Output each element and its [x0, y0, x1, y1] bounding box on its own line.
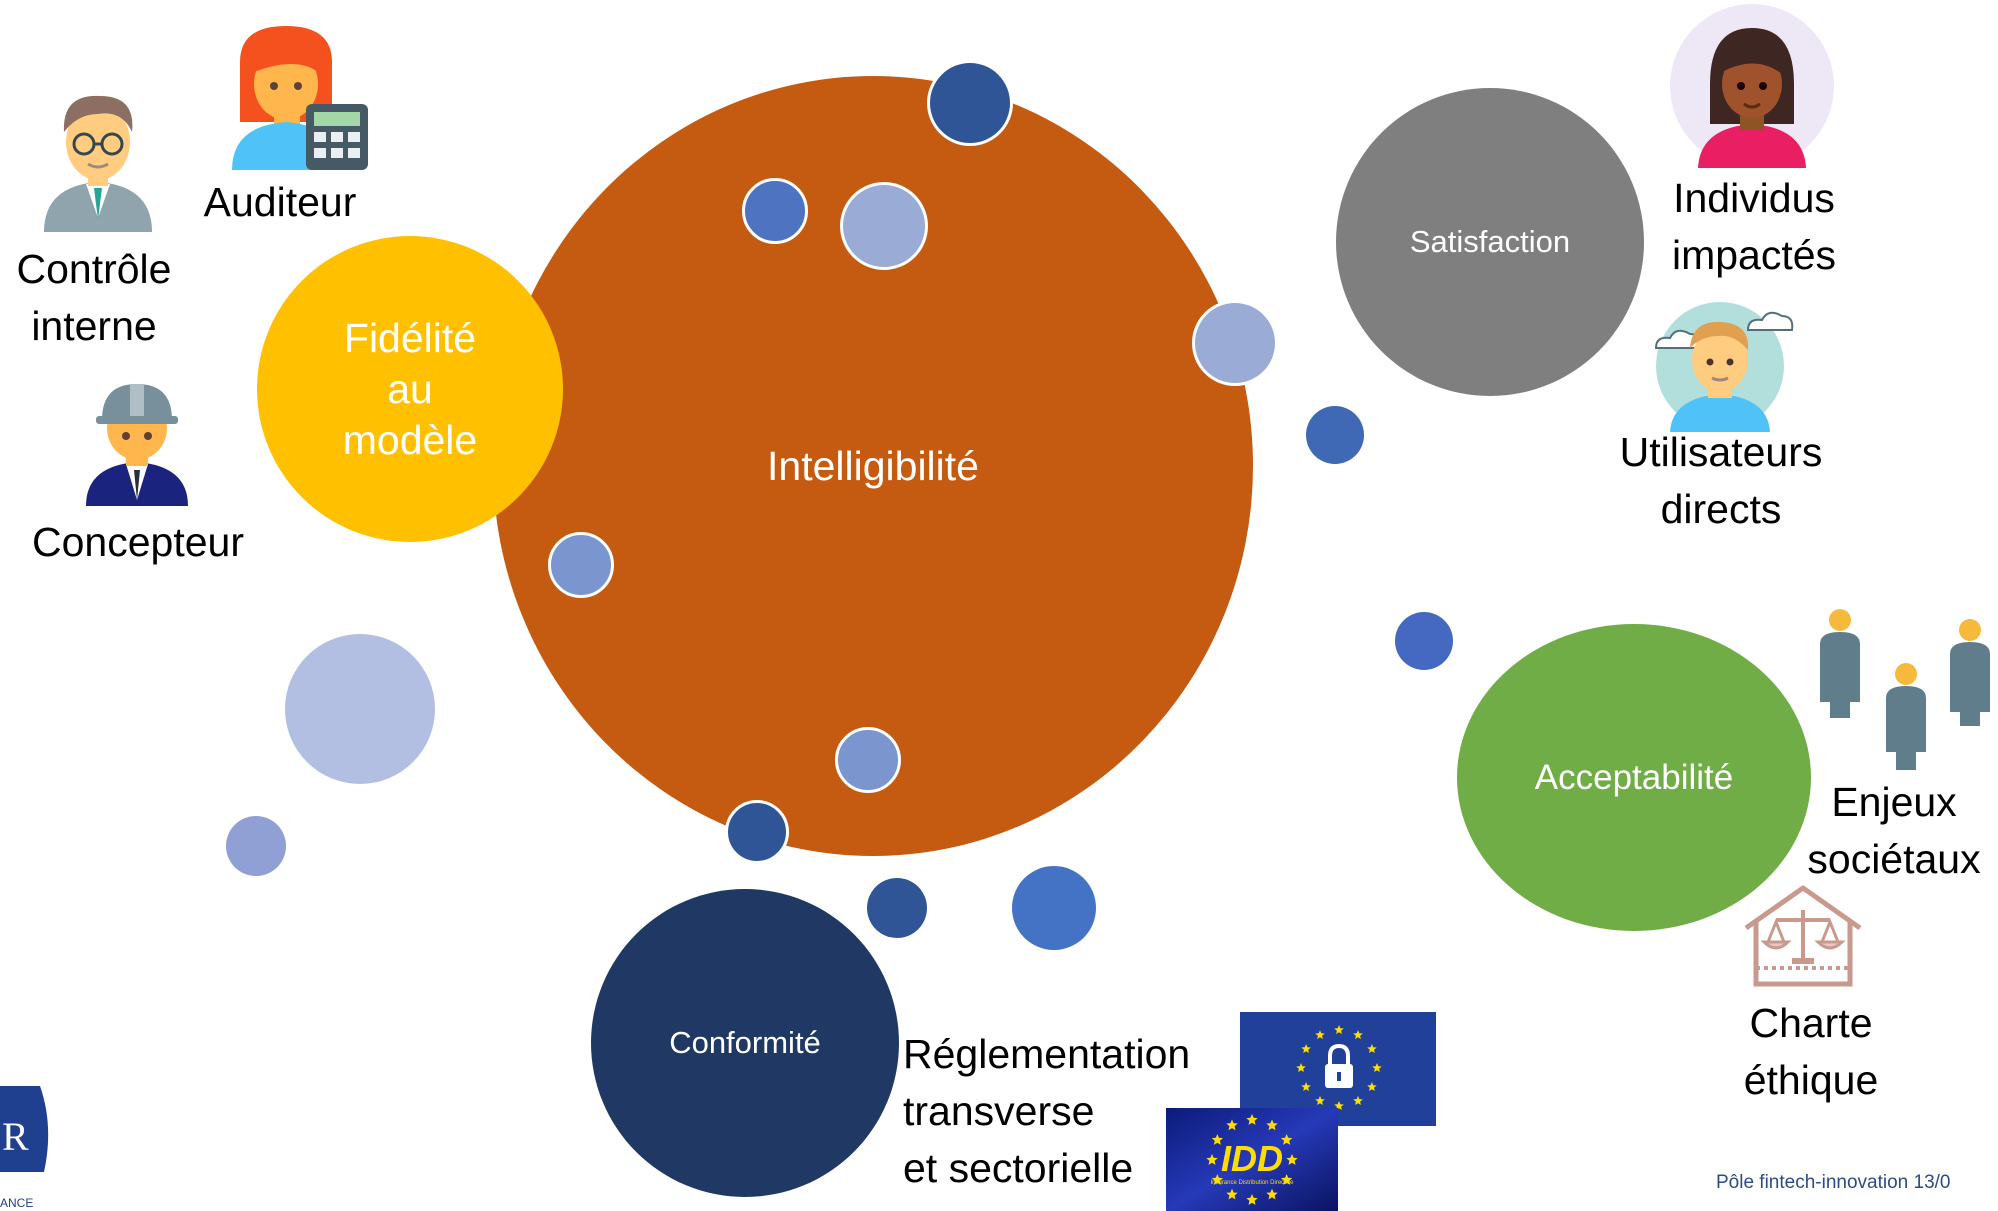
eu-star-icon — [1226, 1188, 1238, 1200]
engineer-hardhat-icon — [86, 384, 188, 506]
eu-star-icon — [1266, 1119, 1278, 1131]
label-concepteur: Concepteur — [32, 519, 244, 565]
decorative-dot — [1012, 866, 1096, 950]
eu-star-icon — [1334, 1025, 1344, 1034]
eu-flag-padlock-icon — [1240, 1012, 1436, 1126]
woman-avatar-icon — [1670, 4, 1834, 168]
label-reglementation: Réglementation transverse et sectorielle — [903, 1031, 1191, 1191]
decorative-dot — [867, 878, 927, 938]
decorative-dot — [840, 182, 928, 270]
decorative-dot — [1395, 612, 1453, 670]
circle-acceptabilite: Acceptabilité — [1457, 624, 1811, 931]
decorative-dot — [1306, 406, 1364, 464]
circle-intelligibilite-label: Intelligibilité — [767, 442, 979, 489]
eu-star-icon — [1266, 1188, 1278, 1200]
eu-star-icon — [1353, 1095, 1363, 1105]
idd-logo-text: IDD — [1221, 1138, 1283, 1179]
eu-star-icon — [1206, 1154, 1218, 1165]
eu-star-icon — [1246, 1194, 1258, 1205]
decorative-dot — [548, 532, 614, 598]
eu-star-icon — [1367, 1044, 1377, 1053]
circle-conformite-label: Conformité — [669, 1025, 821, 1060]
decorative-dot — [226, 816, 286, 876]
label-controle-interne: Contrôle interne — [16, 246, 172, 349]
svg-text:ANCE: ANCE — [0, 1196, 33, 1210]
eu-star-icon — [1296, 1063, 1306, 1072]
circle-fidelite: Fidélité au modèle — [257, 236, 563, 542]
young-man-clouds-icon — [1654, 302, 1794, 432]
circle-satisfaction-label: Satisfaction — [1409, 224, 1571, 259]
decorative-dot — [835, 727, 901, 793]
idd-logo-subtext: Insurance Distribution Directive — [1210, 1180, 1294, 1186]
scales-of-justice-house-icon — [1744, 885, 1862, 987]
acpr-logo: R ANCE — [0, 1086, 49, 1210]
decorative-dot — [927, 60, 1013, 146]
eu-star-icon — [1211, 1134, 1224, 1145]
eu-star-icon — [1280, 1174, 1293, 1185]
circle-acceptabilite-label: Acceptabilité — [1534, 757, 1734, 797]
svg-text:R: R — [2, 1114, 29, 1159]
eu-star-icon — [1367, 1082, 1377, 1091]
label-enjeux-societaux: Enjeux sociétaux — [1807, 779, 1981, 882]
decorative-dot — [285, 634, 435, 784]
eu-star-icon — [1211, 1174, 1224, 1185]
label-auditeur: Auditeur — [203, 179, 357, 225]
man-with-glasses-icon — [44, 95, 152, 232]
eu-star-icon — [1315, 1030, 1325, 1040]
decorative-dot — [725, 800, 789, 864]
eu-star-icon — [1315, 1095, 1325, 1105]
group-of-people-icon — [1820, 609, 1990, 770]
eu-star-icon — [1226, 1119, 1238, 1131]
decorative-dot — [1192, 300, 1278, 386]
auditor-woman-calculator-icon — [232, 26, 368, 170]
circle-fidelite-label: Fidélité au modèle — [342, 314, 478, 463]
circle-conformite: Conformité — [591, 889, 899, 1197]
label-utilisateurs-directs: Utilisateurs directs — [1619, 429, 1823, 532]
circle-satisfaction: Satisfaction — [1336, 88, 1644, 396]
decorative-dot — [742, 178, 808, 244]
eu-star-icon — [1280, 1134, 1293, 1145]
eu-star-icon — [1286, 1154, 1298, 1165]
eu-star-icon — [1334, 1101, 1344, 1110]
eu-star-icon — [1301, 1082, 1311, 1091]
label-individus-impactes: Individus impactés — [1671, 175, 1837, 278]
eu-star-icon — [1301, 1044, 1311, 1053]
eu-star-icon — [1372, 1063, 1382, 1072]
label-charte-ethique: Charte éthique — [1743, 1000, 1879, 1103]
idd-eu-stars-logo: IDD Insurance Distribution Directive — [1166, 1108, 1338, 1211]
eu-star-icon — [1246, 1114, 1258, 1125]
eu-star-icon — [1353, 1030, 1363, 1040]
footer-text: Pôle fintech-innovation 13/0 — [1716, 1172, 1951, 1193]
